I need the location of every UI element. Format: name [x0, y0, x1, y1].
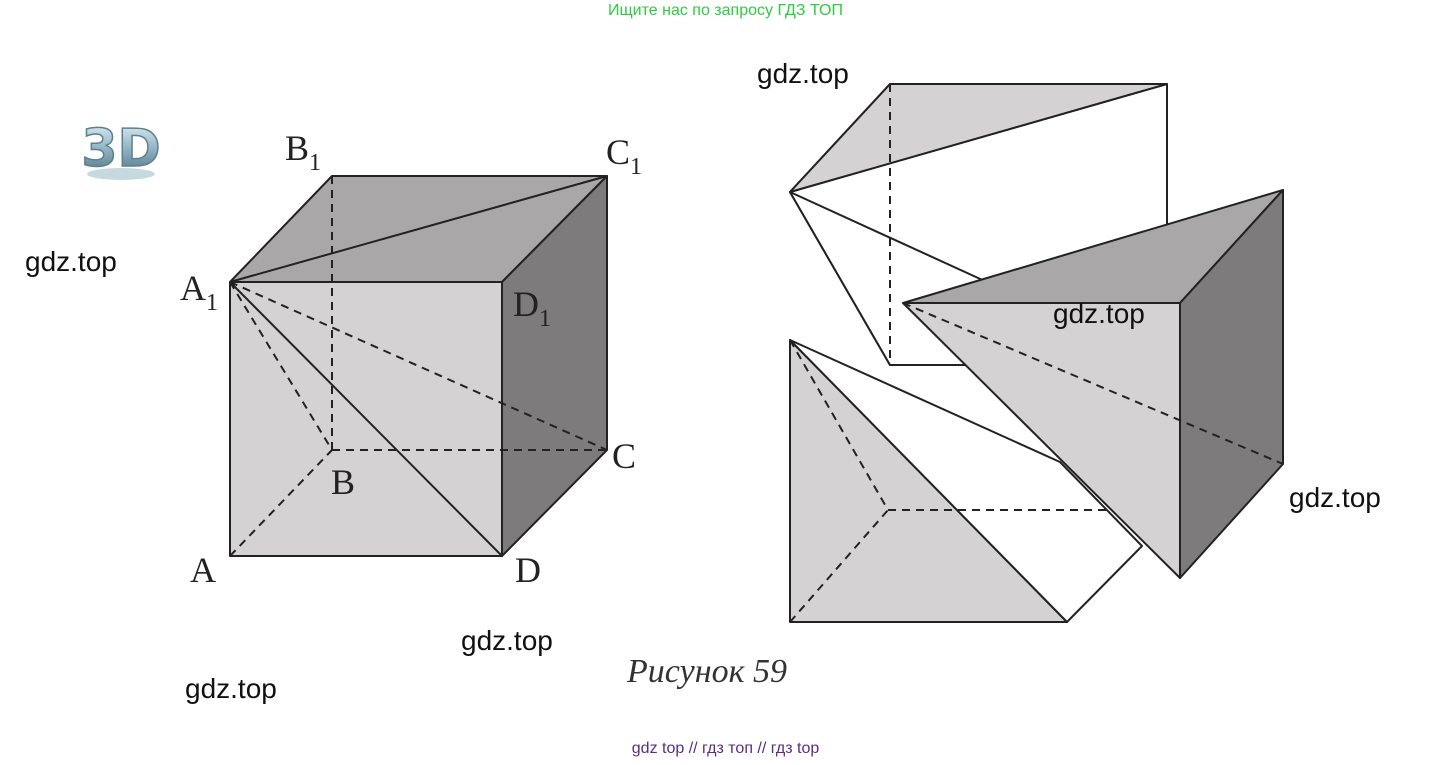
diag-a1-b [229, 281, 333, 451]
3d-logo-text: 3D [81, 119, 160, 179]
label-a: A [190, 550, 216, 590]
footer-links[interactable]: gdz top // гдз топ // гдз top [631, 740, 820, 757]
3d-logo-icon: 3D [81, 118, 161, 180]
diag-a1-c1 [229, 175, 608, 283]
bottom-pyramid-hidden-3 [789, 509, 889, 623]
bottom-pyramid-right-face [789, 339, 1143, 623]
watermark: gdz.top [25, 246, 117, 277]
middle-pyramid-hidden [902, 302, 1284, 465]
watermark: gdz.top [1289, 482, 1381, 513]
figure-caption: Рисунок 59 [626, 653, 787, 690]
watermark: gdz.top [185, 673, 277, 704]
diag-a1-c [229, 281, 608, 451]
watermark: gdz.top [757, 58, 849, 89]
diag-a1-d [229, 281, 503, 557]
label-c1: C1 [606, 132, 642, 180]
label-d1: D1 [513, 284, 551, 332]
watermark: gdz.top [1053, 298, 1145, 329]
bottom-pyramid-hidden-1 [789, 339, 889, 511]
label-c: C [612, 436, 636, 476]
label-b: B [331, 462, 355, 502]
top-pyramid-edge [789, 191, 1001, 289]
pyramids-figure [789, 83, 1284, 623]
top-banner: Ищите нас по запросу ГДЗ ТОП [608, 2, 843, 19]
edge-a-b [229, 449, 333, 557]
label-b1: B1 [285, 128, 321, 176]
watermark: gdz.top [461, 625, 553, 656]
cube-figure [229, 175, 608, 557]
label-d: D [515, 550, 541, 590]
top-pyramid-top-face [789, 83, 1168, 193]
label-a1: A1 [180, 268, 218, 316]
